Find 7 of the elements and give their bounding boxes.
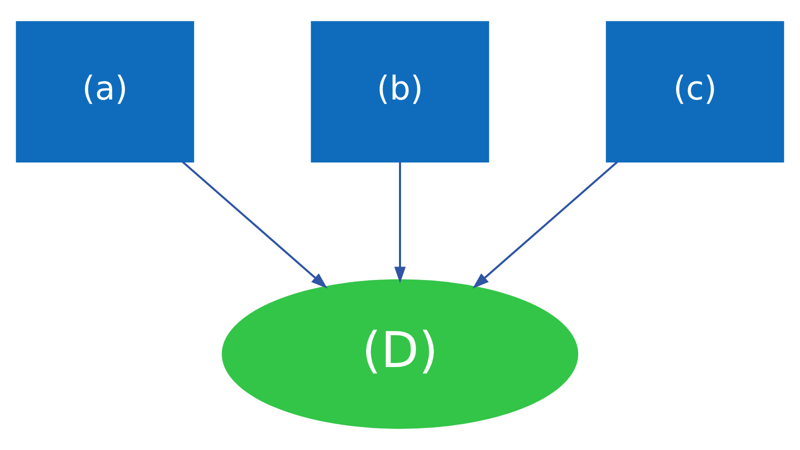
node-box: (a) xyxy=(16,21,194,163)
arrow xyxy=(182,160,328,288)
arrow xyxy=(394,162,406,284)
node-ellipse: (D) xyxy=(222,279,578,429)
arrow xyxy=(472,160,618,288)
node-box: (b) xyxy=(310,21,490,163)
node-box: (c) xyxy=(606,21,784,163)
